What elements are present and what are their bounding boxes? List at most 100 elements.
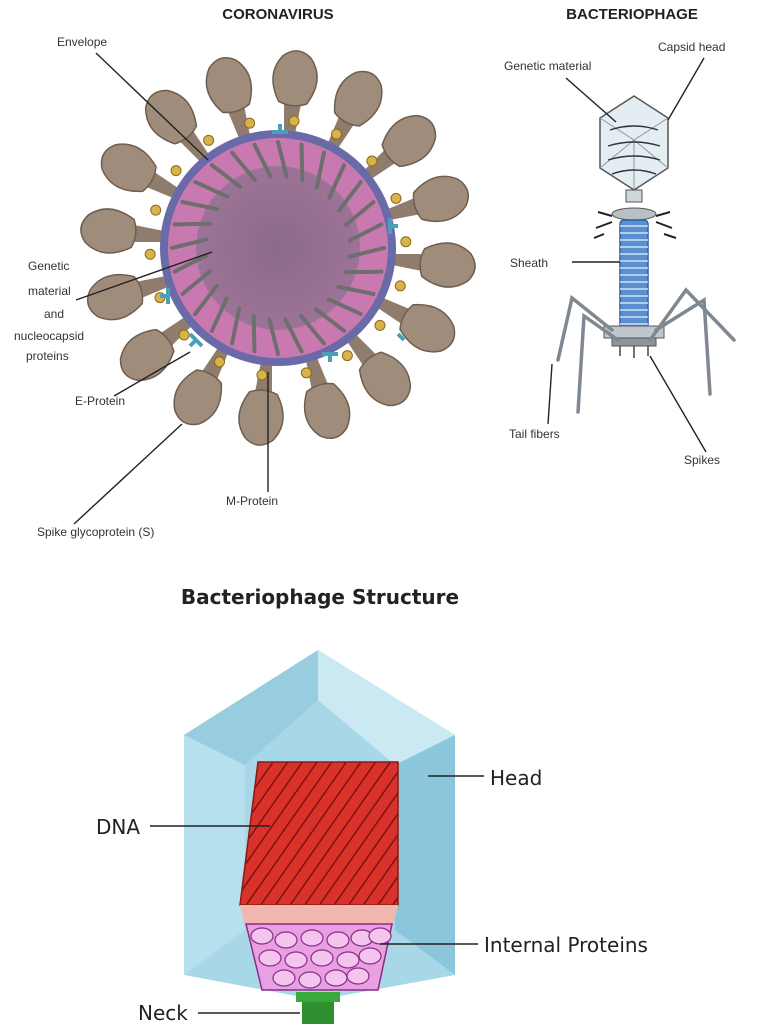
genetic-material-core [196, 166, 360, 330]
nucleocapsid-rod [326, 297, 363, 317]
e-protein-dot [244, 117, 256, 129]
phage-head-illustration [184, 650, 455, 1024]
sheath-rings [620, 225, 648, 325]
label-genetic-2: material [28, 284, 71, 298]
label-m-protein: M-Protein [226, 494, 278, 508]
label-envelope: Envelope [57, 35, 107, 49]
nucleocapsid-rod [336, 284, 376, 296]
collar-plate [611, 207, 657, 221]
spike [80, 208, 170, 254]
spike-glycoproteins [80, 50, 476, 446]
e-proteins [144, 115, 412, 381]
head-facet-left [184, 735, 245, 975]
spike [372, 295, 456, 353]
nucleocapsid-rod [347, 222, 384, 243]
coronavirus-panel: CORONAVIRUS Envelope Gen [14, 6, 476, 539]
leader-genetic-material [75, 251, 213, 301]
e-protein-dot [374, 319, 386, 331]
protein-blob [284, 951, 308, 969]
label-internal-proteins: Internal Proteins [484, 933, 648, 957]
bacteriophage-title: BACTERIOPHAGE [566, 6, 698, 23]
leader-spike [73, 423, 183, 525]
protein-blob [310, 949, 334, 967]
neck-collar [296, 992, 340, 1002]
protein-blob [368, 927, 392, 945]
e-protein-dot [330, 128, 342, 140]
e-protein-dot [400, 236, 412, 248]
nucleocapsid-rod [299, 142, 305, 183]
spike-pins [619, 346, 649, 358]
nucleocapsid-rod [180, 200, 220, 212]
nucleocapsid-rod [209, 163, 243, 189]
tail-fibers [556, 287, 736, 414]
leader-e-protein [113, 351, 191, 397]
head-facet-top-right [318, 650, 455, 765]
neck-tube [302, 1002, 334, 1024]
nucleocapsid-rod [276, 140, 289, 179]
label-capsid-head: Capsid head [658, 40, 725, 54]
label-spike: Spike glycoprotein (S) [37, 525, 154, 539]
e-protein-dot [366, 155, 378, 167]
label-tail-fibers: Tail fibers [509, 427, 560, 441]
nucleocapsid-proteins [170, 140, 386, 356]
spike [272, 50, 318, 140]
nucleocapsid-rod [267, 317, 280, 356]
spike [205, 57, 253, 145]
spike [119, 313, 197, 382]
label-genetic-5: proteins [26, 349, 69, 363]
protein-blob [358, 947, 382, 965]
e-protein-dot [144, 248, 156, 260]
protein-blob [324, 969, 348, 987]
spike [303, 351, 351, 439]
bacteriophage-panel: BACTERIOPHAGE [504, 6, 736, 467]
protein-blob [300, 929, 324, 947]
nucleocapsid-rod [337, 179, 363, 213]
label-genetic-3: and [44, 307, 64, 321]
nucleocapsid-rod [209, 296, 229, 333]
coronavirus-title: CORONAVIRUS [222, 6, 333, 23]
e-protein-dot [394, 280, 406, 292]
nucleocapsid-rod [193, 283, 219, 317]
nucleocapsid-rod [283, 317, 304, 354]
dna-strands [239, 761, 399, 906]
e-protein-dot [256, 369, 268, 381]
internal-protein-blobs [250, 927, 392, 989]
e-protein-dot [150, 204, 162, 216]
e-protein-dot [341, 350, 353, 362]
whiskers [593, 211, 677, 239]
label-sheath: Sheath [510, 256, 548, 270]
e-protein-dot [214, 356, 226, 368]
label-e-protein: E-Protein [75, 394, 125, 408]
protein-blob [336, 951, 360, 969]
nucleocapsid-rod [344, 200, 376, 227]
nucleocapsid-rod [230, 306, 242, 346]
nucleocapsid-rod [172, 253, 209, 274]
nucleocapsid-rod [252, 142, 273, 179]
nucleocapsid-rod [327, 163, 347, 200]
label-genetic-1: Genetic [28, 259, 69, 273]
genetic-material-coil [607, 125, 661, 175]
protein-blob [250, 927, 274, 945]
label-dna: DNA [96, 815, 140, 839]
nucleocapsid-rod [230, 150, 257, 182]
nucleocapsid-rod [251, 313, 257, 354]
protein-blob [346, 967, 370, 985]
structure-panel: Bacteriophage Structure Head DNA Interna… [96, 585, 648, 1024]
e-protein-dot [300, 367, 312, 379]
e-protein-dot [170, 165, 182, 177]
spike [381, 175, 469, 223]
nucleocapsid-rod [314, 150, 326, 190]
nucleocapsid-rod [170, 237, 209, 250]
m-proteins [160, 124, 406, 362]
nucleocapsid-rod [343, 269, 384, 275]
nucleocapsid-rod [347, 246, 386, 259]
head-facet-top-left [184, 650, 318, 765]
label-genetic-4: nucleocapsid [14, 329, 84, 343]
spike [386, 242, 476, 288]
e-protein-dot [203, 134, 215, 146]
collar [625, 189, 643, 203]
protein-blob [274, 931, 298, 949]
protein-blob [298, 971, 322, 989]
bacteriophage-illustration [556, 95, 736, 414]
